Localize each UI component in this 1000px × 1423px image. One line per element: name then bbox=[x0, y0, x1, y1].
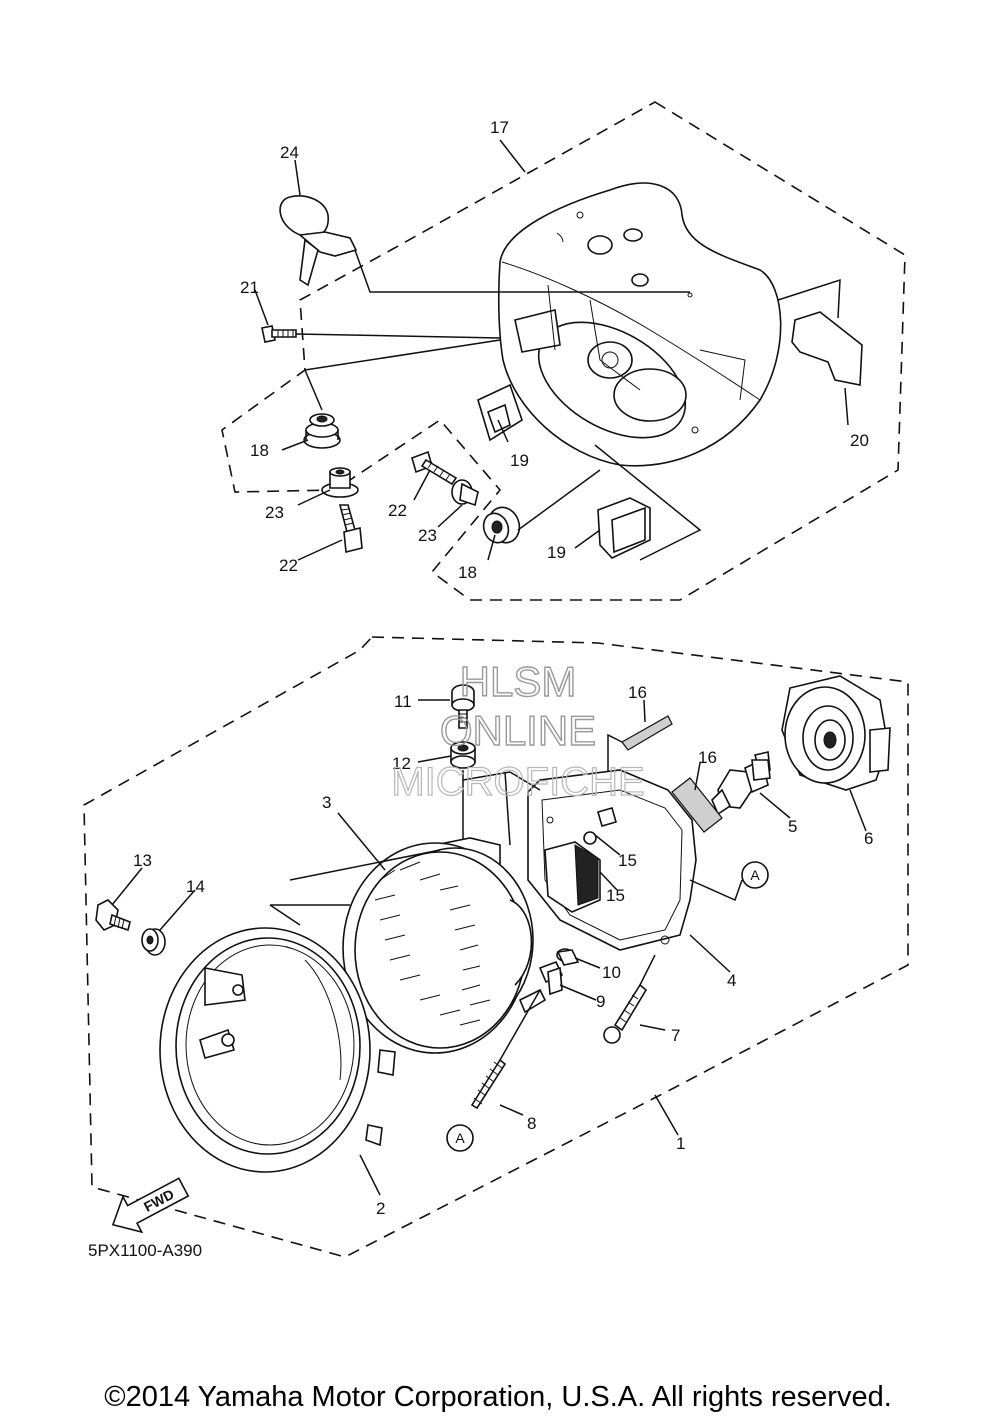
callout-23-right: 23 bbox=[418, 526, 437, 545]
collar-23-left bbox=[321, 467, 359, 498]
bolt-22-upper bbox=[411, 450, 458, 486]
spring-clip-10 bbox=[556, 948, 580, 966]
headlight-rim bbox=[159, 927, 396, 1173]
callout-16-lower: 16 bbox=[698, 748, 717, 767]
leader-3-top bbox=[289, 849, 441, 881]
cable-band bbox=[279, 195, 358, 287]
callout-19-upper: 19 bbox=[510, 451, 529, 470]
watermark-line-3: MICROFICHE bbox=[391, 760, 644, 804]
leader-12b bbox=[504, 771, 511, 846]
callout-4: 4 bbox=[727, 971, 736, 990]
callout-6: 6 bbox=[864, 829, 873, 848]
callout-19-lower: 19 bbox=[547, 543, 566, 562]
nut-9 bbox=[538, 960, 564, 996]
callout-7: 7 bbox=[671, 1026, 680, 1045]
cover-plate-20 bbox=[791, 311, 863, 386]
leader-24 bbox=[354, 249, 690, 293]
leader-3-ring bbox=[269, 904, 350, 926]
clip-19-lower bbox=[597, 497, 651, 559]
leader-19-lower bbox=[594, 444, 702, 561]
headlight-housing bbox=[497, 182, 782, 467]
headlight-lens-unit bbox=[342, 837, 547, 1054]
marker-a-label: A bbox=[455, 1130, 465, 1146]
headlight-bulb bbox=[711, 751, 771, 816]
callout-16-upper: 16 bbox=[628, 683, 647, 702]
screw-13 bbox=[95, 899, 131, 932]
callout-20: 20 bbox=[850, 431, 869, 450]
callout-18-left: 18 bbox=[250, 441, 269, 460]
callout-9: 9 bbox=[596, 992, 605, 1011]
adjusting-screw-7 bbox=[603, 983, 648, 1044]
callout-5: 5 bbox=[788, 817, 797, 836]
reference-marker-a-lower: A bbox=[446, 1124, 474, 1152]
clip-19-upper bbox=[477, 383, 523, 442]
spring-8 bbox=[470, 1058, 507, 1110]
leader-a-upper bbox=[689, 879, 743, 902]
headlight-frame bbox=[527, 769, 697, 951]
leader-20 bbox=[777, 278, 841, 319]
upper-group-boundary bbox=[221, 101, 906, 601]
leader-21 bbox=[295, 333, 501, 339]
callout-22-lower: 22 bbox=[279, 556, 298, 575]
callout-22-upper: 22 bbox=[388, 501, 407, 520]
leader-2 bbox=[359, 1154, 381, 1196]
watermark-line-1: HLSM bbox=[460, 658, 577, 705]
copyright-notice: ©2014 Yamaha Motor Corporation, U.S.A. A… bbox=[104, 1381, 892, 1413]
bolt-22-lower bbox=[338, 504, 363, 554]
callout-12: 12 bbox=[392, 754, 411, 773]
pad-16-lower bbox=[671, 777, 723, 833]
callout-10: 10 bbox=[602, 963, 621, 982]
watermark-line-2: ONLINE bbox=[440, 707, 596, 754]
watermark: HLSM ONLINE MICROFICHE bbox=[391, 657, 646, 804]
grommet-18-left bbox=[303, 413, 341, 449]
screw-11 bbox=[451, 684, 475, 729]
callout-24: 24 bbox=[280, 143, 299, 162]
nut-14 bbox=[141, 928, 166, 956]
callout-3: 3 bbox=[322, 793, 331, 812]
callout-8: 8 bbox=[527, 1114, 536, 1133]
callout-leaders bbox=[111, 139, 867, 1136]
leader-12 bbox=[462, 770, 541, 848]
forward-arrow-icon: FWD bbox=[111, 1177, 190, 1234]
leader-18-left bbox=[304, 339, 501, 411]
callout-14: 14 bbox=[186, 877, 205, 896]
screw-21 bbox=[261, 325, 297, 343]
socket-cover bbox=[781, 675, 891, 791]
callout-17: 17 bbox=[490, 118, 509, 137]
leader-18-right bbox=[517, 469, 601, 531]
callout-15-upper: 15 bbox=[618, 851, 637, 870]
callout-23-left: 23 bbox=[265, 503, 284, 522]
marker-a-label: A bbox=[750, 867, 760, 883]
diagram-code: 5PX1100-A390 bbox=[88, 1241, 202, 1260]
callout-18-right: 18 bbox=[458, 563, 477, 582]
callout-13: 13 bbox=[133, 851, 152, 870]
grommet-12 bbox=[450, 741, 476, 769]
callout-11: 11 bbox=[394, 692, 412, 711]
leader-8 bbox=[499, 989, 541, 1061]
callout-1: 1 bbox=[676, 1134, 685, 1153]
leader-7 bbox=[639, 954, 656, 986]
pad-16-upper bbox=[621, 715, 673, 751]
lower-group-boundary bbox=[83, 636, 909, 1258]
callout-21: 21 bbox=[240, 278, 259, 297]
callout-2: 2 bbox=[376, 1199, 385, 1218]
callout-15-lower: 15 bbox=[606, 886, 625, 905]
grommet-18-right bbox=[482, 506, 521, 544]
reference-marker-a-upper: A bbox=[741, 861, 769, 889]
collar-23-right bbox=[451, 479, 479, 507]
